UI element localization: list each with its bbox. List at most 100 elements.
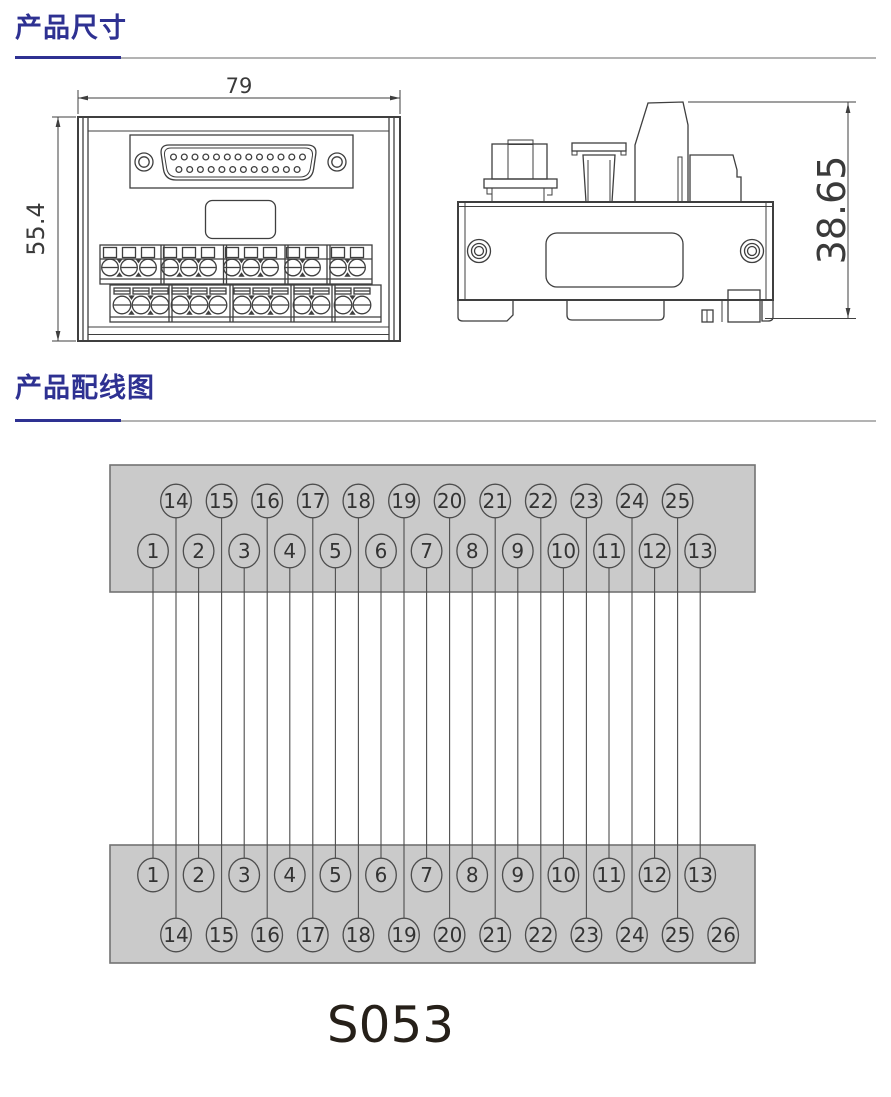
top-block-pin-25: 25 [661, 483, 694, 519]
svg-text:22: 22 [528, 489, 553, 513]
svg-text:1: 1 [147, 863, 160, 887]
top-block-pin-9: 9 [501, 533, 534, 569]
height-dimension-label: 55.4 [22, 202, 50, 255]
svg-text:4: 4 [283, 863, 296, 887]
svg-text:10: 10 [551, 863, 576, 887]
top-block-pin-20: 20 [433, 483, 466, 519]
terminal-strip-lower [109, 284, 382, 323]
svg-text:16: 16 [254, 489, 279, 513]
product-code: S053 [326, 996, 455, 1054]
bottom-block-pin-1: 1 [137, 857, 169, 893]
svg-text:6: 6 [375, 539, 388, 563]
divider-line [15, 57, 876, 59]
wiring-top-block [109, 464, 756, 593]
top-block-pin-19: 19 [388, 483, 420, 519]
side-housing [457, 201, 774, 301]
fixing-screw [571, 142, 627, 203]
svg-text:8: 8 [466, 539, 479, 563]
svg-text:14: 14 [163, 923, 188, 947]
front-housing [77, 116, 401, 342]
svg-text:17: 17 [300, 489, 325, 513]
svg-text:13: 13 [687, 863, 712, 887]
svg-text:18: 18 [346, 923, 371, 947]
svg-text:19: 19 [391, 489, 416, 513]
svg-text:3: 3 [238, 863, 251, 887]
screw-post-right [331, 156, 343, 168]
svg-text:21: 21 [482, 923, 507, 947]
svg-text:2: 2 [192, 863, 205, 887]
svg-text:5: 5 [329, 863, 342, 887]
svg-text:20: 20 [437, 923, 462, 947]
svg-text:26: 26 [710, 923, 735, 947]
side-right-block [689, 154, 742, 202]
svg-text:21: 21 [482, 489, 507, 513]
top-block-pin-13: 13 [684, 533, 717, 569]
svg-text:11: 11 [596, 863, 621, 887]
svg-text:6: 6 [375, 863, 388, 887]
divider-accent [15, 419, 121, 422]
svg-text:1: 1 [147, 539, 160, 563]
section-title-product-dimensions: 产品尺寸 [15, 13, 127, 44]
side-view-drawing: 38.65 [457, 101, 856, 323]
top-connector [483, 139, 558, 202]
db25-pins [169, 153, 307, 174]
svg-text:17: 17 [300, 923, 325, 947]
side-height-dimension-label: 38.65 [810, 156, 854, 265]
top-block-pin-16: 16 [251, 483, 284, 519]
top-block-pin-8: 8 [456, 533, 489, 569]
svg-text:12: 12 [642, 539, 667, 563]
top-block-pin-17: 17 [296, 483, 329, 519]
svg-text:16: 16 [254, 923, 279, 947]
svg-text:23: 23 [574, 489, 599, 513]
top-block-pin-23: 23 [570, 483, 603, 519]
bottom-block-pin-5: 5 [319, 857, 352, 893]
label-window [204, 199, 277, 240]
bottom-block-pin-13: 13 [684, 857, 717, 893]
svg-text:25: 25 [665, 489, 690, 513]
bottom-block-pin-14: 14 [160, 917, 192, 953]
svg-text:10: 10 [551, 539, 576, 563]
bottom-block-pin-2: 2 [182, 857, 215, 893]
top-block-pin-14: 14 [160, 483, 192, 519]
top-block-pin-18: 18 [342, 483, 375, 519]
front-view-drawing: 79 55.4 [22, 75, 401, 342]
svg-text:24: 24 [619, 489, 644, 513]
top-block-pin-6: 6 [365, 533, 397, 569]
svg-text:9: 9 [511, 863, 524, 887]
bottom-block-pin-15: 15 [205, 917, 238, 953]
svg-text:15: 15 [209, 923, 234, 947]
bottom-block-pin-19: 19 [388, 917, 420, 953]
svg-text:12: 12 [642, 863, 667, 887]
svg-text:5: 5 [329, 539, 342, 563]
mounting-holes [466, 238, 765, 264]
side-view-dimensions: 38.65 [688, 101, 856, 319]
bottom-block-pin-4: 4 [273, 857, 306, 893]
bottom-block-pin-12: 12 [638, 857, 671, 893]
bottom-block-pin-24: 24 [616, 917, 648, 953]
top-block-pin-1: 1 [137, 533, 169, 569]
screw-post-left [138, 156, 150, 168]
bottom-block-pin-6: 6 [365, 857, 397, 893]
bottom-block-pin-18: 18 [342, 917, 375, 953]
section-title-product-wiring: 产品配线图 [15, 373, 155, 404]
svg-text:24: 24 [619, 923, 644, 947]
top-block-pin-24: 24 [616, 483, 648, 519]
divider-line [15, 420, 876, 422]
svg-text:2: 2 [192, 539, 205, 563]
svg-text:8: 8 [466, 863, 479, 887]
svg-text:11: 11 [596, 539, 621, 563]
bottom-block-pin-7: 7 [410, 857, 443, 893]
svg-text:4: 4 [283, 539, 296, 563]
svg-text:9: 9 [511, 539, 524, 563]
bottom-block-pin-23: 23 [570, 917, 603, 953]
width-dimension-label: 79 [226, 75, 253, 98]
terminal-strip-upper [99, 244, 373, 285]
top-block-pin-4: 4 [273, 533, 306, 569]
side-slot-window [545, 232, 684, 288]
top-block-pin-21: 21 [479, 483, 512, 519]
top-block-pin-12: 12 [638, 533, 671, 569]
svg-text:14: 14 [163, 489, 188, 513]
divider-accent [15, 56, 121, 59]
